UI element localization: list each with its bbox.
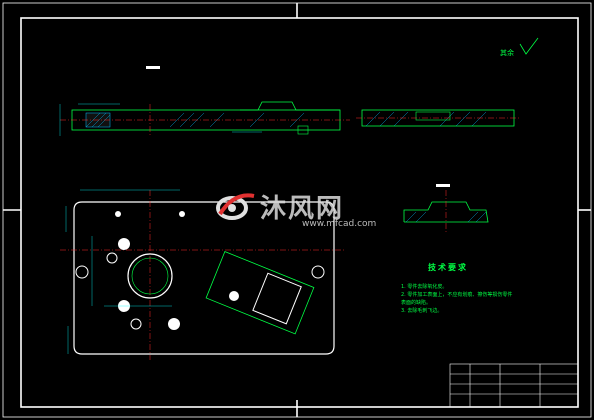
front-view-top [59, 66, 350, 136]
drawing-frame [20, 17, 579, 408]
centering-marks [3, 3, 591, 417]
side-view-top [356, 109, 520, 127]
plan-view [60, 189, 346, 360]
title-block [449, 363, 579, 408]
surface-finish-symbol [519, 37, 539, 55]
tech-requirements-title: 技术要求 [428, 263, 468, 272]
tech-requirement-3: 3. 去除毛刺飞边。 [401, 308, 443, 314]
section-detail [403, 184, 489, 232]
tech-requirement-1: 1. 零件去除氧化皮。 [401, 284, 448, 290]
tech-requirement-2: 2. 零件加工表面上，不应有划痕、擦伤等损伤零件 [401, 292, 513, 298]
tech-requirement-2-cont: 表面的缺陷。 [401, 300, 432, 306]
surface-finish-note: 其余 [500, 49, 514, 57]
